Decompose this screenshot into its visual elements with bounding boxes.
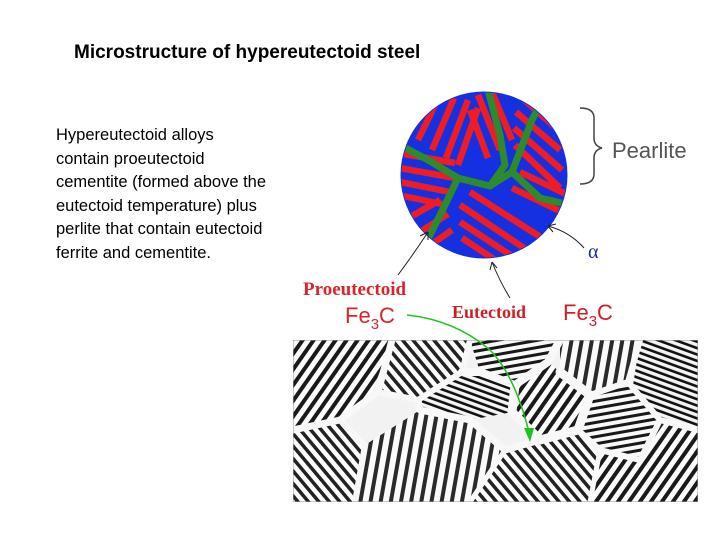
eutectoid-formula: Fe3C — [563, 300, 613, 330]
pearlite-brace — [580, 108, 602, 184]
alpha-label: α — [588, 241, 599, 263]
proeutectoid-c: C — [379, 303, 395, 328]
pearlite-schematic — [400, 90, 570, 260]
alpha-arrow — [548, 224, 584, 248]
proeutectoid-fe: Fe — [345, 303, 371, 328]
eutectoid-subscript: 3 — [589, 313, 597, 330]
proeutectoid-formula: Fe3C — [345, 303, 395, 333]
eutectoid-c: C — [597, 300, 613, 325]
pearlite-label: Pearlite — [612, 138, 687, 163]
eutectoid-fe: Fe — [563, 300, 589, 325]
micrograph — [293, 340, 698, 502]
eutectoid-label: Eutectoid — [452, 302, 526, 322]
proeutectoid-label: Proeutectoid — [303, 279, 406, 300]
proeutectoid-subscript: 3 — [371, 316, 379, 333]
